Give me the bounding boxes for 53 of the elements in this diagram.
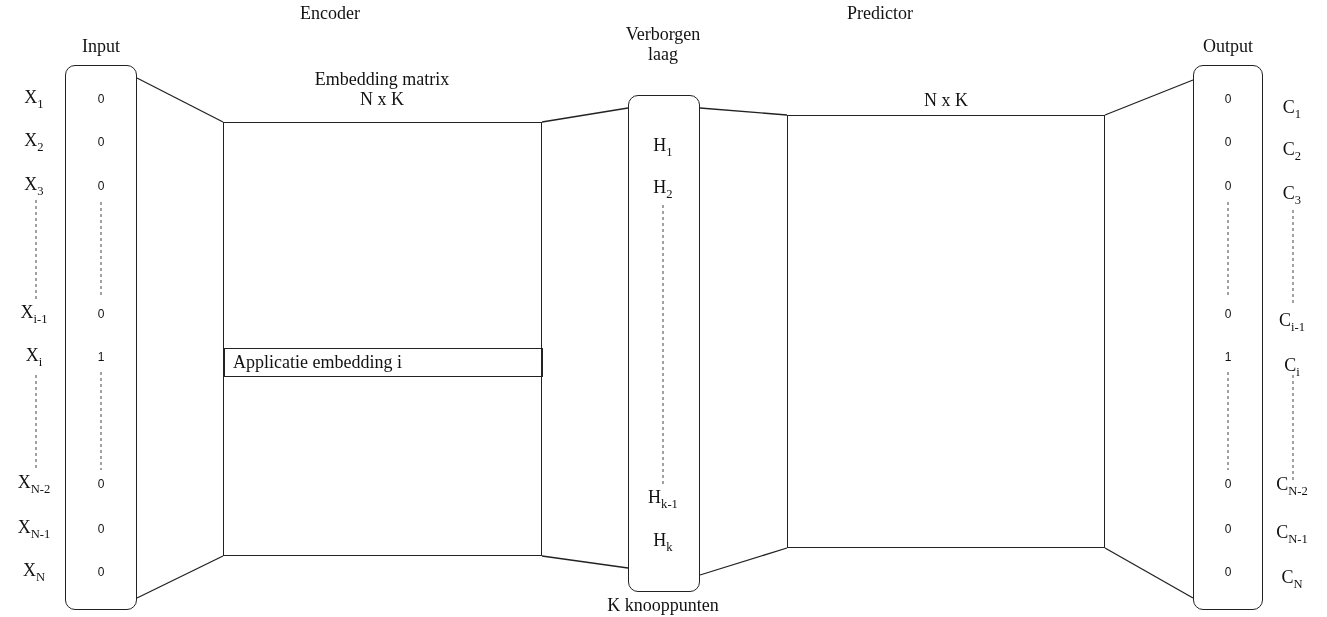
node-value: 0 (97, 308, 105, 322)
output-symbol: C$_{N-2}$ (1276, 475, 1308, 499)
connection-line (541, 107, 629, 123)
input-symbol: X$_{3}$ (24, 175, 44, 199)
input-symbol: X$_{i}$ (25, 346, 43, 370)
output-symbol: C$_{i-1}$ (1279, 311, 1305, 335)
node-value: 0 (1224, 93, 1232, 107)
connection-line (699, 107, 788, 116)
layer-title: Input (82, 37, 120, 57)
node-value: 0 (1224, 478, 1232, 492)
node-value: 1 (1224, 351, 1232, 365)
layer-title: Output (1203, 37, 1253, 57)
layer-caption: K knooppunten (607, 596, 719, 616)
output-symbol: C$_{1}$ (1282, 98, 1302, 122)
matrix-title: Embedding matrix N x K (313, 70, 451, 110)
input-symbol: X$_{N-2}$ (17, 473, 51, 497)
connection-line (699, 547, 788, 576)
output-symbol: C$_{2}$ (1282, 140, 1302, 164)
node-value: 0 (97, 180, 105, 194)
node-value: 0 (97, 93, 105, 107)
output-symbol: C$_{3}$ (1282, 184, 1302, 208)
node-value: 0 (97, 478, 105, 492)
node-value: 0 (1224, 308, 1232, 322)
unit-label: H$_{2}$ (653, 178, 673, 202)
connection-line (1104, 79, 1194, 116)
input-symbol: X$_{N}$ (22, 561, 46, 585)
unit-label: H$_{1}$ (653, 136, 673, 160)
output-symbol: C$_{i}$ (1284, 356, 1300, 380)
input-symbol: X$_{i-1}$ (20, 303, 48, 327)
node-value: 0 (1224, 136, 1232, 150)
node-value: 0 (1224, 566, 1232, 580)
input-symbol: X$_{N-1}$ (17, 518, 51, 542)
layer-title: Verborgen laag (624, 25, 702, 65)
node-value: 0 (1224, 523, 1232, 537)
node-value: 0 (97, 136, 105, 150)
matrix-title: N x K (924, 91, 968, 111)
connection-line (136, 555, 224, 599)
unit-label: H$_{k-1}$ (648, 488, 678, 512)
node-value: 1 (97, 351, 105, 365)
node-value: 0 (1224, 180, 1232, 194)
connection-line (136, 77, 224, 123)
section-title: Predictor (847, 4, 913, 24)
input-symbol: X$_{2}$ (24, 131, 44, 155)
node-value: 0 (97, 523, 105, 537)
section-title: Encoder (300, 4, 360, 24)
row-label: Applicatie embedding i (233, 353, 402, 373)
output-symbol: C$_{N}$ (1281, 568, 1303, 592)
node-value: 0 (97, 566, 105, 580)
connection-line (1104, 547, 1194, 599)
unit-label: H$_{k}$ (653, 531, 673, 555)
connection-line (541, 555, 629, 569)
input-symbol: X$_{1}$ (24, 88, 44, 112)
output-symbol: C$_{N-1}$ (1276, 523, 1308, 547)
